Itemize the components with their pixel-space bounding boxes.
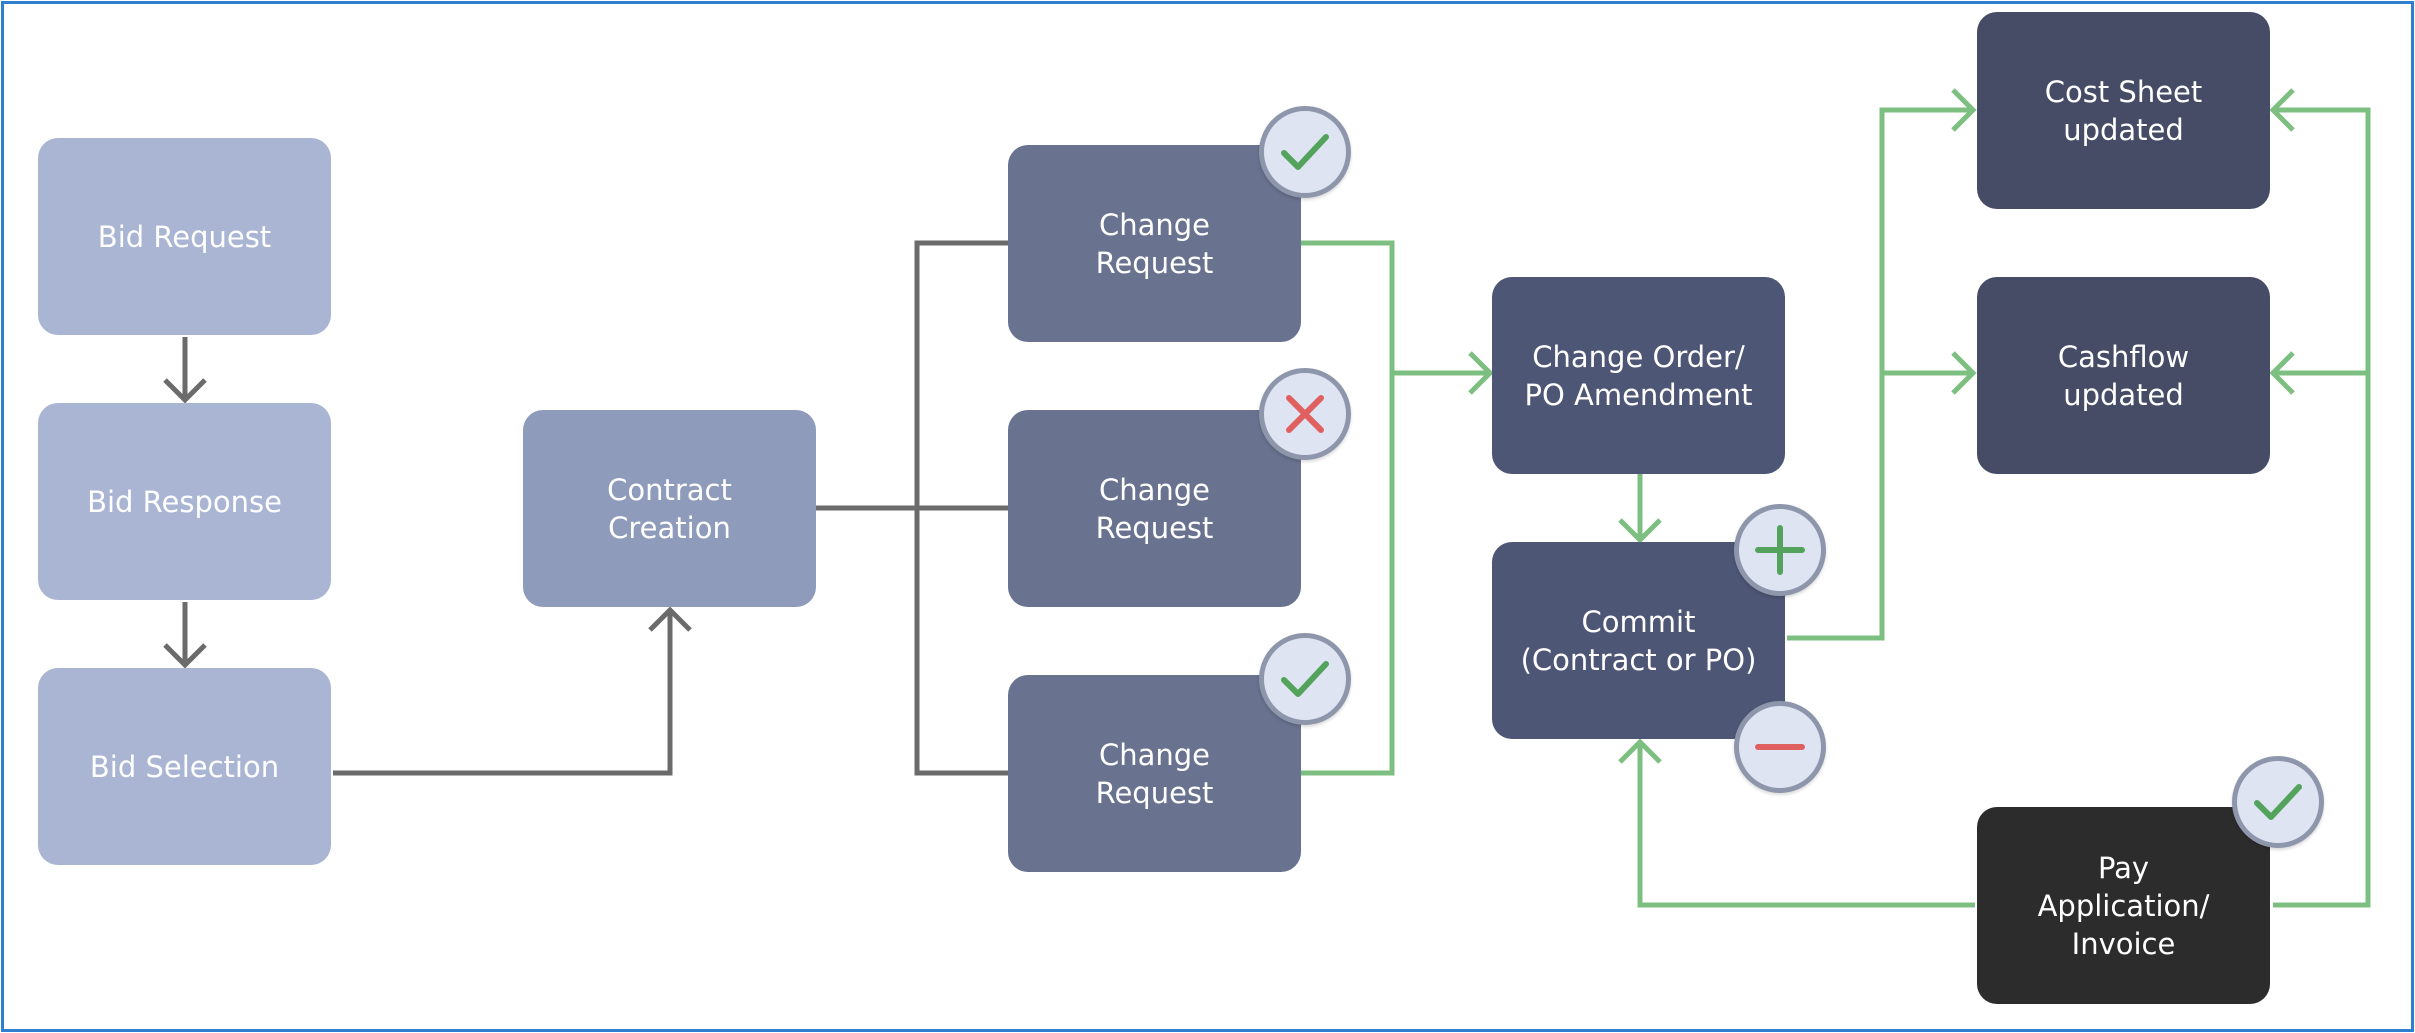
arrowhead-bid-response	[163, 378, 207, 404]
node-label: Cashflow updated	[2057, 339, 2190, 412]
connector-approved-change-requests	[1300, 240, 1395, 776]
arrowhead-cashflow-from-pay	[2269, 351, 2295, 395]
arrowhead-cost-sheet-from-pay	[2269, 88, 2295, 132]
arrowhead-change-order	[1468, 351, 1494, 395]
node-change-request-3: Change Request	[1008, 675, 1301, 872]
cross-icon	[1259, 368, 1351, 460]
node-bid-request: Bid Request	[38, 138, 331, 335]
node-label: Bid Request	[97, 219, 272, 254]
node-contract-creation: Contract Creation	[523, 410, 816, 607]
node-label: Cost Sheet updated	[2044, 74, 2203, 147]
arrow-pay-application-to-cost-sheet	[2273, 107, 2371, 908]
node-label: Pay Application/ Invoice	[2037, 850, 2210, 961]
connector-change-request-branch	[914, 240, 1008, 776]
node-label: Contract Creation	[607, 472, 732, 545]
node-label: Bid Selection	[89, 749, 280, 784]
plus-icon	[1734, 504, 1826, 596]
node-label: Change Request	[1095, 207, 1214, 280]
check-icon	[1259, 633, 1351, 725]
node-cost-sheet: Cost Sheet updated	[1977, 12, 2270, 209]
node-label: Bid Response	[87, 484, 282, 519]
arrow-bid-selection-to-contract	[333, 610, 673, 776]
arrowhead-commit-from-pay	[1618, 738, 1662, 764]
check-icon	[1259, 106, 1351, 198]
node-change-order: Change Order/ PO Amendment	[1492, 277, 1785, 474]
node-label: Commit (Contract or PO)	[1520, 604, 1757, 677]
node-cashflow: Cashflow updated	[1977, 277, 2270, 474]
node-label: Change Request	[1095, 472, 1214, 545]
node-label: Change Request	[1095, 737, 1214, 810]
node-commit: Commit (Contract or PO)	[1492, 542, 1785, 739]
arrowhead-contract-creation	[648, 606, 692, 632]
node-change-request-1: Change Request	[1008, 145, 1301, 342]
minus-icon	[1734, 701, 1826, 793]
node-change-request-2: Change Request	[1008, 410, 1301, 607]
node-bid-response: Bid Response	[38, 403, 331, 600]
check-icon	[2232, 756, 2324, 848]
node-label: Change Order/ PO Amendment	[1524, 339, 1753, 412]
node-bid-selection: Bid Selection	[38, 668, 331, 865]
arrowhead-cost-sheet	[1951, 88, 1977, 132]
arrowhead-cashflow	[1951, 351, 1977, 395]
arrowhead-bid-selection	[163, 643, 207, 669]
arrowhead-commit	[1618, 518, 1662, 544]
arrow-pay-application-to-commit	[1637, 742, 1975, 908]
node-pay-application: Pay Application/ Invoice	[1977, 807, 2270, 1004]
